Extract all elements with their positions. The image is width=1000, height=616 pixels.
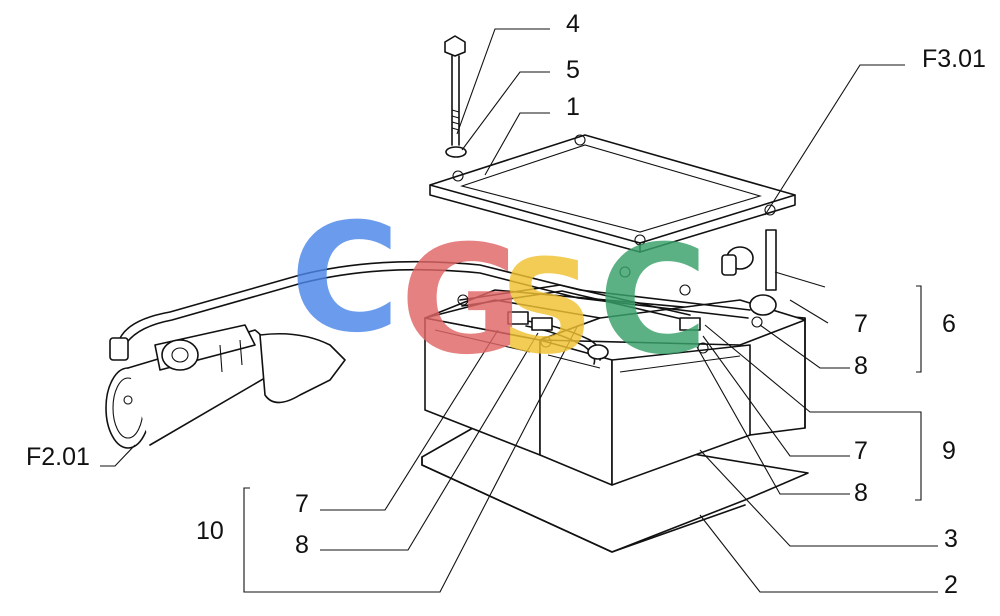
callout-6: 6 bbox=[942, 310, 956, 338]
starter-motor bbox=[105, 324, 346, 449]
callout-4: 4 bbox=[566, 10, 580, 38]
callout-2: 2 bbox=[944, 571, 958, 599]
callout-7-left: 7 bbox=[295, 490, 309, 518]
callout-7-upper: 7 bbox=[854, 310, 868, 338]
watermark-letter-c2: C bbox=[598, 214, 708, 388]
watermark-letter-s: S bbox=[500, 231, 594, 383]
callout-3: 3 bbox=[944, 525, 958, 553]
callout-9: 9 bbox=[942, 437, 956, 465]
callout-10: 10 bbox=[196, 517, 224, 545]
callout-8-left: 8 bbox=[295, 531, 309, 559]
battery-switch bbox=[721, 229, 777, 316]
callout-8-right: 8 bbox=[854, 479, 868, 507]
cables bbox=[109, 260, 751, 365]
callout-f2-01: F2.01 bbox=[26, 443, 90, 471]
washer bbox=[445, 146, 467, 158]
callout-7-right: 7 bbox=[854, 437, 868, 465]
terminal-clamps bbox=[457, 266, 763, 354]
watermark-letter-g: G bbox=[400, 214, 523, 388]
callout-8-upper: 8 bbox=[854, 352, 868, 380]
lid-frame bbox=[429, 134, 796, 253]
leader-lines bbox=[100, 28, 938, 593]
callout-5: 5 bbox=[566, 56, 580, 84]
callout-labels: 4 5 1 F3.01 6 7 8 9 7 8 3 2 F2.01 10 7 8 bbox=[26, 10, 986, 599]
watermark: C G S C bbox=[290, 192, 708, 388]
callout-1: 1 bbox=[566, 93, 580, 121]
watermark-letter-c1: C bbox=[290, 192, 400, 366]
bolt bbox=[444, 35, 466, 146]
callout-f3-01: F3.01 bbox=[922, 45, 986, 73]
